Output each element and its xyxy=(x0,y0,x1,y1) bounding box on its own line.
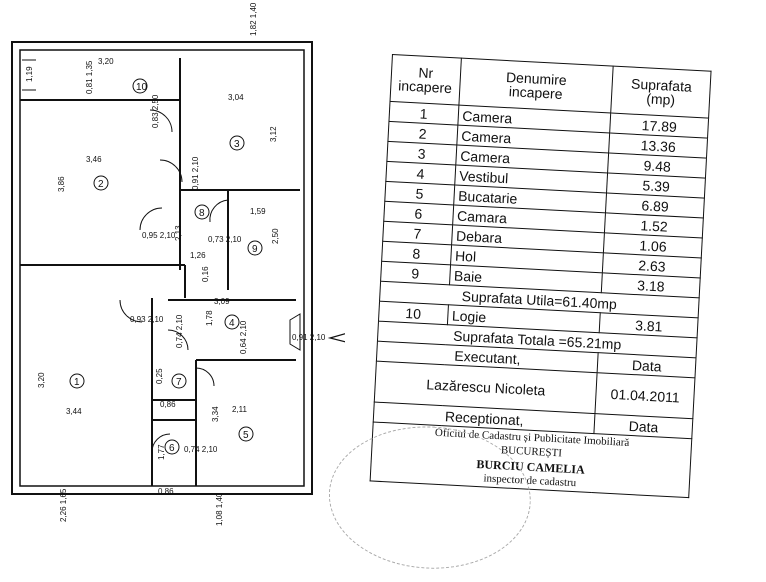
floor-plan: 10 3 2 8 9 4 1 7 5 6 3,20 1,19 0,81 1,35… xyxy=(11,2,345,526)
room-8-label: 8 xyxy=(199,208,205,219)
dimension-label: 1,77 xyxy=(157,444,166,460)
dimension-label: 0,25 xyxy=(155,368,164,384)
header-nr: Nr incapere xyxy=(390,54,461,106)
dimension-label: 1,19 xyxy=(25,66,34,82)
dimension-label: 0,86 xyxy=(160,400,176,409)
dimension-label: 3,46 xyxy=(86,155,102,164)
dimension-label: 1,08 1,40 xyxy=(215,492,224,526)
header-area: Suprafata (mp) xyxy=(611,66,712,119)
dimension-label: 0,91 2,10 xyxy=(292,333,326,342)
dimension-label: 2,26 1,65 xyxy=(59,488,68,522)
dimension-labels: 3,20 1,19 0,81 1,35 0,83 2,50 3,04 3,12 … xyxy=(25,2,326,526)
header-name: Denumire incapere xyxy=(458,58,614,114)
dimension-label: 3,09 xyxy=(214,297,230,306)
dimension-label: 0,64 2,10 xyxy=(239,320,248,354)
dimension-label: 0,81 1,35 xyxy=(85,60,94,94)
dimension-label: 3,20 xyxy=(98,57,114,66)
dimension-label: 3,44 xyxy=(66,407,82,416)
dimension-label: 0,93 2,10 xyxy=(130,315,164,324)
dimension-label: 3,04 xyxy=(228,93,244,102)
room-labels: 10 3 2 8 9 4 1 7 5 6 xyxy=(69,78,263,455)
dimension-label: 1,82 1,40 xyxy=(249,2,258,36)
room-10-label: 10 xyxy=(136,82,148,93)
room-3-label: 3 xyxy=(234,139,240,150)
room-5-label: 5 xyxy=(243,430,249,441)
dimension-label: 1,59 xyxy=(250,207,266,216)
dimension-label: 2,13 xyxy=(174,225,183,241)
dimension-label: 0,74 2,10 xyxy=(175,314,184,348)
dimension-label: 2,50 xyxy=(271,228,280,244)
dimension-label: 3,86 xyxy=(57,176,66,192)
dimension-label: 0,91 2,10 xyxy=(191,156,200,190)
room-1-label: 1 xyxy=(74,377,80,388)
room-4-label: 4 xyxy=(229,318,235,329)
dimension-label: 0,73 2,10 xyxy=(208,235,242,244)
dimension-label: 3,34 xyxy=(211,406,220,422)
dimension-label: 0,86 xyxy=(158,487,174,496)
dimension-label: 0,74 2,10 xyxy=(184,445,218,454)
dimension-label: 0,83 2,50 xyxy=(151,94,160,128)
dimension-label: 0,16 xyxy=(201,266,210,282)
room-2-label: 2 xyxy=(98,179,104,190)
room-9-label: 9 xyxy=(252,244,258,255)
executant-date: 01.04.2011 xyxy=(595,372,695,419)
dimension-label: 3,12 xyxy=(269,126,278,142)
dimension-label: 0,95 2,10 xyxy=(142,231,176,240)
dimension-label: 2,11 xyxy=(232,405,248,414)
dimension-label: 1,78 xyxy=(205,310,214,326)
dimension-label: 1,26 xyxy=(190,251,206,260)
room-area-table-wrapper: Nr incapere Denumire incapere Suprafata … xyxy=(325,54,712,579)
floor-plan-walls xyxy=(11,41,345,495)
dimension-label: 3,20 xyxy=(37,372,46,388)
room-6-label: 6 xyxy=(169,443,175,454)
room-7-label: 7 xyxy=(176,377,182,388)
